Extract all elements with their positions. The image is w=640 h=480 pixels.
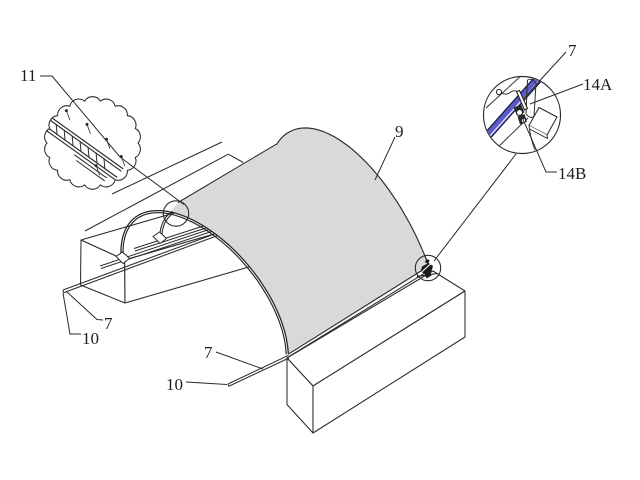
svg-text:10: 10 bbox=[82, 329, 99, 348]
svg-text:14A: 14A bbox=[583, 75, 613, 94]
svg-text:14B: 14B bbox=[558, 164, 586, 183]
svg-text:7: 7 bbox=[104, 314, 113, 333]
svg-text:11: 11 bbox=[20, 66, 36, 85]
svg-text:7: 7 bbox=[204, 343, 213, 362]
svg-text:10: 10 bbox=[166, 375, 183, 394]
svg-text:7: 7 bbox=[568, 41, 577, 60]
svg-text:9: 9 bbox=[395, 122, 404, 141]
